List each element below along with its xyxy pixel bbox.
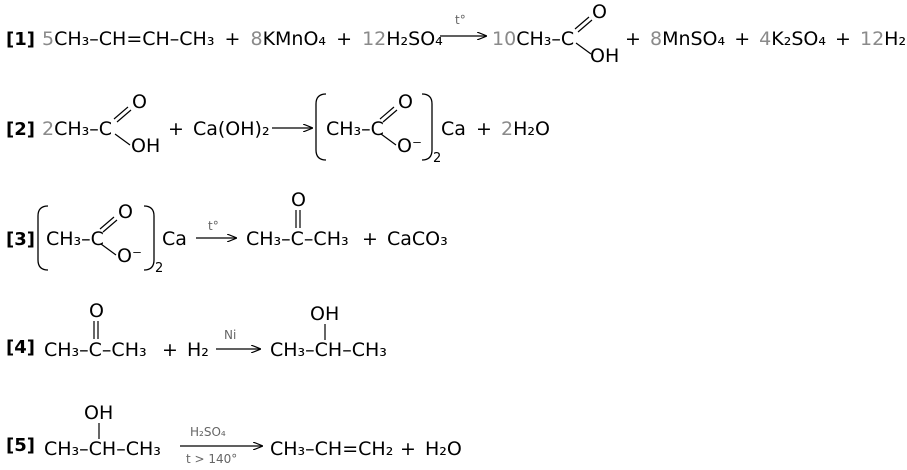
carbonyl-oxygen: O xyxy=(592,1,607,23)
reaction-condition-top: H₂SO₄ xyxy=(190,425,226,439)
double-bond xyxy=(577,19,593,33)
reaction-4: [4] CH₃–C–CH₃ O + H₂ Ni CH₃–CH–CH₃ OH xyxy=(6,300,387,361)
hydroxyl-group: OH xyxy=(310,303,339,325)
kmno4-formula: KMnO₄ xyxy=(263,28,327,50)
caoh2-formula: Ca(OH)₂ xyxy=(193,118,270,140)
reaction-condition: t° xyxy=(455,13,466,27)
products: + 2H₂O xyxy=(476,118,550,140)
reaction-label: [1] xyxy=(6,29,35,50)
double-bond xyxy=(379,106,395,120)
products: + 8MnSO₄ + 4K₂SO₄ + 12H₂O xyxy=(625,28,907,50)
acetone-chain: CH₃–C–CH₃ xyxy=(246,228,349,250)
coefficient: 8 xyxy=(250,28,262,50)
left-bracket xyxy=(315,93,327,161)
right-bracket xyxy=(143,205,155,271)
salt-chain: CH₃–C xyxy=(326,118,384,140)
coefficient: 2 xyxy=(42,118,54,140)
plus-sign: + xyxy=(476,118,492,140)
plus-sign: + xyxy=(400,438,416,460)
coefficient: 5 xyxy=(42,28,54,50)
double-bond xyxy=(99,216,115,230)
calcium: Ca xyxy=(162,228,187,250)
carbonyl-oxygen: O xyxy=(291,189,306,211)
reaction-label: [4] xyxy=(6,337,35,358)
products: + CaCO₃ xyxy=(362,228,448,250)
hydrogen: + H₂ xyxy=(162,339,209,361)
hydroxyl-group: OH xyxy=(131,135,160,157)
coefficient: 12 xyxy=(362,28,386,50)
single-bond xyxy=(114,133,131,146)
reactants: 5CH₃–CH=CH–CH₃ + 8KMnO₄ + 12H₂SO₄ xyxy=(42,28,443,50)
right-bracket xyxy=(421,93,433,161)
acetic-acid-chain: 2CH₃–C xyxy=(42,118,112,140)
carbonyl-oxygen: O xyxy=(118,201,133,223)
plus-sign: + xyxy=(734,28,750,50)
salt-chain: CH₃–C xyxy=(46,228,104,250)
salt-count: 2 xyxy=(433,151,441,166)
plus-sign: + xyxy=(362,228,378,250)
hydroxyl-group: OH xyxy=(84,402,113,424)
double-bond xyxy=(116,109,132,123)
reaction-label: [5] xyxy=(6,435,35,456)
alcohol-chain: CH₃–CH–CH₃ xyxy=(44,438,161,460)
reaction-2: [2] 2CH₃–C O OH + Ca(OH)₂ CH₃–C O O⁻ 2 C… xyxy=(6,91,550,166)
water-formula: H₂O xyxy=(425,438,462,460)
reaction-5: [5] CH₃–CH–CH₃ OH H₂SO₄ t > 140° CH₃–CH=… xyxy=(6,402,462,466)
plus-sign: + xyxy=(162,339,178,361)
water-formula: H₂O xyxy=(513,118,550,140)
carbonyl-oxygen: O xyxy=(398,91,413,113)
double-bond xyxy=(382,109,398,123)
acid-chain-text: CH₃–C xyxy=(516,28,574,50)
reaction-condition: t° xyxy=(208,219,219,233)
coefficient: 8 xyxy=(650,28,662,50)
coefficient: 2 xyxy=(501,118,513,140)
mnso4-formula: MnSO₄ xyxy=(662,28,725,50)
acid-chain-text: CH₃–C xyxy=(54,118,112,140)
water-formula: H₂O xyxy=(884,28,907,50)
single-bond xyxy=(380,133,397,146)
left-bracket xyxy=(37,205,49,271)
plus-sign: + xyxy=(835,28,851,50)
acetic-acid-chain: 10CH₃–C xyxy=(492,28,574,50)
caco3-formula: CaCO₃ xyxy=(387,228,448,250)
double-bond xyxy=(574,16,590,30)
single-bond xyxy=(575,42,592,55)
acetone-chain: CH₃–C–CH₃ xyxy=(44,339,147,361)
carbonyl-oxygen: O xyxy=(89,300,104,322)
carboxylate-oxygen: O⁻ xyxy=(117,245,142,267)
h2-formula: H₂ xyxy=(187,339,209,361)
plus-sign: + xyxy=(168,118,184,140)
plus-sign: + xyxy=(625,28,641,50)
plus-sign: + xyxy=(336,28,352,50)
k2so4-formula: K₂SO₄ xyxy=(771,28,826,50)
reaction-1: [1] 5CH₃–CH=CH–CH₃ + 8KMnO₄ + 12H₂SO₄ t°… xyxy=(6,1,907,67)
double-bond xyxy=(102,219,118,233)
calcium: Ca xyxy=(441,118,466,140)
reaction-3: [3] CH₃–C O O⁻ 2 Ca t° CH₃–C–CH₃ O + CaC… xyxy=(6,189,448,276)
alcohol-chain: CH₃–CH–CH₃ xyxy=(270,339,387,361)
propene-formula: CH₃–CH=CH₂ xyxy=(270,438,393,460)
double-bond xyxy=(113,106,129,120)
coefficient: 10 xyxy=(492,28,516,50)
plus-sign: + xyxy=(225,28,241,50)
coefficient: 12 xyxy=(860,28,884,50)
reaction-label: [2] xyxy=(6,119,35,140)
coefficient: 4 xyxy=(759,28,771,50)
products: + H₂O xyxy=(400,438,462,460)
calcium-hydroxide: + Ca(OH)₂ xyxy=(168,118,270,140)
reaction-condition-bottom: t > 140° xyxy=(186,452,237,466)
salt-count: 2 xyxy=(155,261,163,276)
carboxylate-oxygen: O⁻ xyxy=(397,135,422,157)
carbonyl-oxygen: O xyxy=(132,91,147,113)
butene-formula: CH₃–CH=CH–CH₃ xyxy=(54,28,214,50)
reaction-label: [3] xyxy=(6,229,35,250)
h2so4-formula: H₂SO₄ xyxy=(386,28,443,50)
reaction-condition: Ni xyxy=(224,328,236,342)
single-bond xyxy=(100,243,117,256)
hydroxyl-group: OH xyxy=(590,45,619,67)
